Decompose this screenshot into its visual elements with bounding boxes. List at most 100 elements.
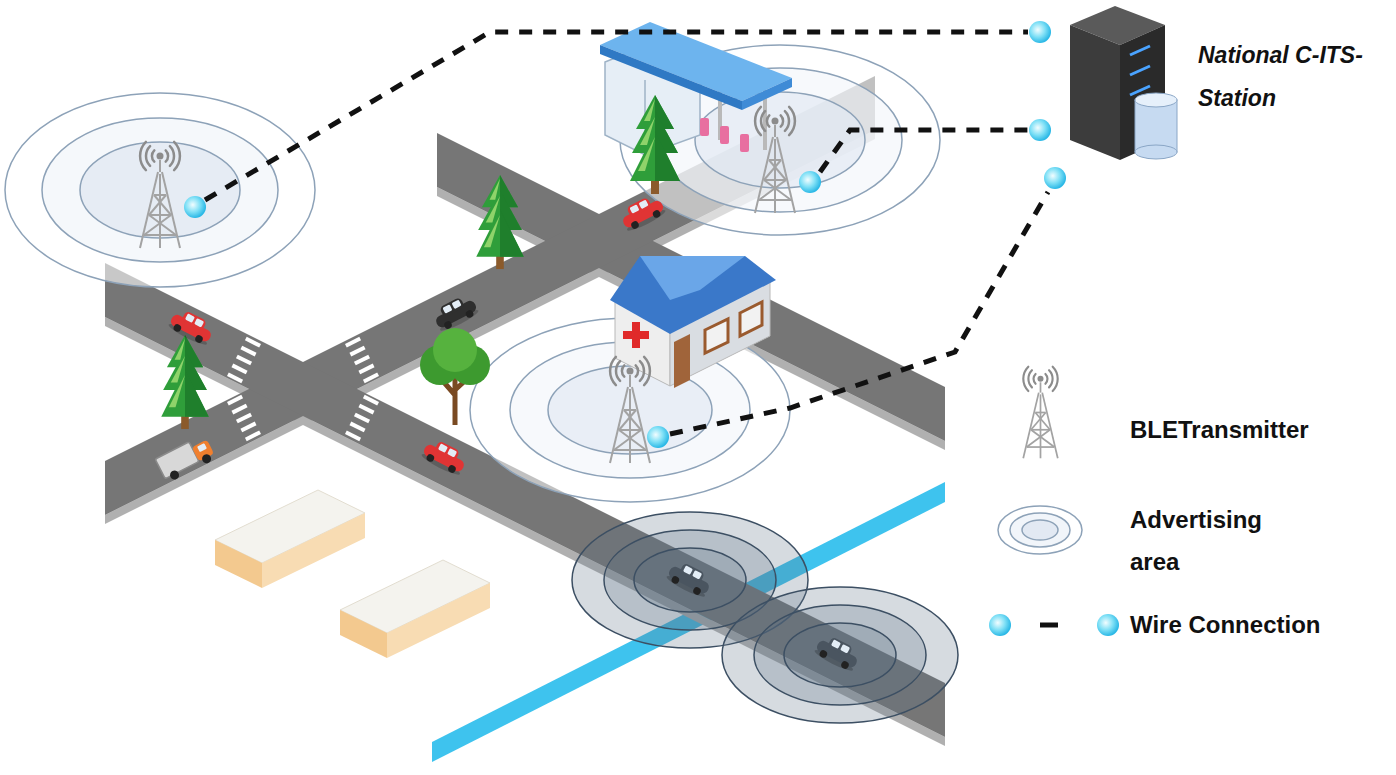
wire-connection — [205, 32, 1048, 434]
legend-sample — [989, 367, 1119, 636]
advertising-area-vehicle — [572, 512, 958, 723]
crosswalk — [236, 355, 252, 366]
gas-station — [600, 22, 792, 155]
flat-building — [387, 583, 490, 658]
advertising-area — [5, 45, 940, 502]
flat-building — [262, 513, 365, 588]
gas-station — [720, 126, 729, 144]
hospital — [674, 334, 690, 388]
flat-building — [215, 490, 490, 658]
crosswalk — [349, 346, 365, 357]
wire-connection — [670, 192, 1048, 434]
crosswalk — [358, 364, 374, 375]
legend-sample — [1023, 367, 1058, 459]
flat-building — [340, 610, 387, 658]
crosswalk — [245, 337, 261, 348]
advertising-area-vehicle — [784, 623, 896, 687]
server-icon — [1135, 93, 1177, 107]
crosswalk — [227, 337, 379, 442]
server-icon — [1130, 46, 1150, 95]
crosswalk — [345, 431, 361, 442]
crosswalk — [240, 422, 256, 433]
hospital — [640, 256, 745, 300]
crosswalk — [231, 404, 247, 415]
hospital — [623, 331, 649, 339]
vehicle — [813, 632, 862, 673]
connection-point — [1044, 167, 1066, 189]
crosswalk — [245, 431, 261, 442]
hospital — [610, 256, 776, 388]
crosswalk — [236, 413, 252, 424]
crosswalk — [354, 355, 370, 366]
server-icon — [1070, 6, 1177, 160]
tree — [433, 328, 477, 372]
crosswalk — [363, 395, 379, 406]
connection-point — [1029, 21, 1051, 43]
legend-text: Wire Connection — [1130, 610, 1390, 640]
vehicle — [155, 434, 216, 483]
hospital — [740, 302, 762, 336]
station-label: National C-ITS-Station — [1198, 34, 1392, 120]
crosswalk — [345, 337, 379, 384]
hospital — [705, 319, 728, 353]
advertising-area — [42, 118, 278, 262]
legend-sample — [1097, 614, 1119, 636]
gas-station — [740, 134, 749, 152]
vehicle — [665, 558, 714, 599]
advertising-area-vehicle — [722, 587, 958, 723]
crosswalk — [240, 346, 256, 357]
crosswalk — [363, 373, 379, 384]
gas-station — [742, 78, 792, 110]
connection-point — [647, 426, 669, 448]
road — [105, 263, 945, 737]
vehicle — [618, 192, 667, 233]
gas-station — [700, 118, 709, 136]
legend-sample — [998, 506, 1082, 554]
server-icon — [1135, 100, 1177, 152]
tree — [161, 95, 680, 429]
wire-connection — [820, 130, 1028, 172]
crosswalk — [345, 337, 361, 348]
advertising-area-vehicle — [634, 548, 746, 612]
tree — [630, 95, 680, 194]
legend-text: BLETransmitter — [1130, 415, 1390, 445]
wire-connection — [205, 32, 1028, 200]
crosswalk — [227, 337, 261, 384]
server-icon — [1130, 66, 1150, 75]
legend-sample — [989, 614, 1011, 636]
advertising-area-vehicle — [754, 605, 926, 705]
crosswalk — [227, 395, 261, 442]
legend-sample — [1022, 520, 1058, 540]
crosswalk — [227, 395, 243, 406]
connection-point — [799, 171, 821, 193]
vehicle — [431, 292, 480, 333]
ble-transmitter — [140, 107, 795, 463]
vehicle — [155, 192, 862, 673]
ble-transmitter — [140, 142, 180, 248]
legend-sample — [1040, 623, 1058, 628]
road-side — [105, 317, 945, 746]
vehicle — [420, 436, 469, 477]
connection-point — [184, 196, 206, 218]
ble-transmitter — [755, 107, 795, 213]
crosswalk — [231, 364, 247, 375]
tree — [161, 335, 209, 429]
connection-point — [1029, 119, 1051, 141]
advertising-area — [5, 93, 315, 287]
crosswalk — [345, 395, 379, 442]
vehicle — [167, 306, 216, 347]
legend-sample — [1010, 513, 1070, 547]
tree — [476, 175, 524, 269]
connection-point — [184, 21, 1066, 448]
crosswalk — [349, 422, 365, 433]
gas-station — [600, 45, 742, 110]
crosswalk — [227, 373, 243, 384]
legend-sample — [998, 506, 1082, 554]
crosswalk — [354, 413, 370, 424]
server-icon — [1130, 46, 1150, 55]
crosswalk — [358, 404, 374, 415]
server-icon — [1070, 25, 1120, 160]
server-icon — [1135, 145, 1177, 159]
